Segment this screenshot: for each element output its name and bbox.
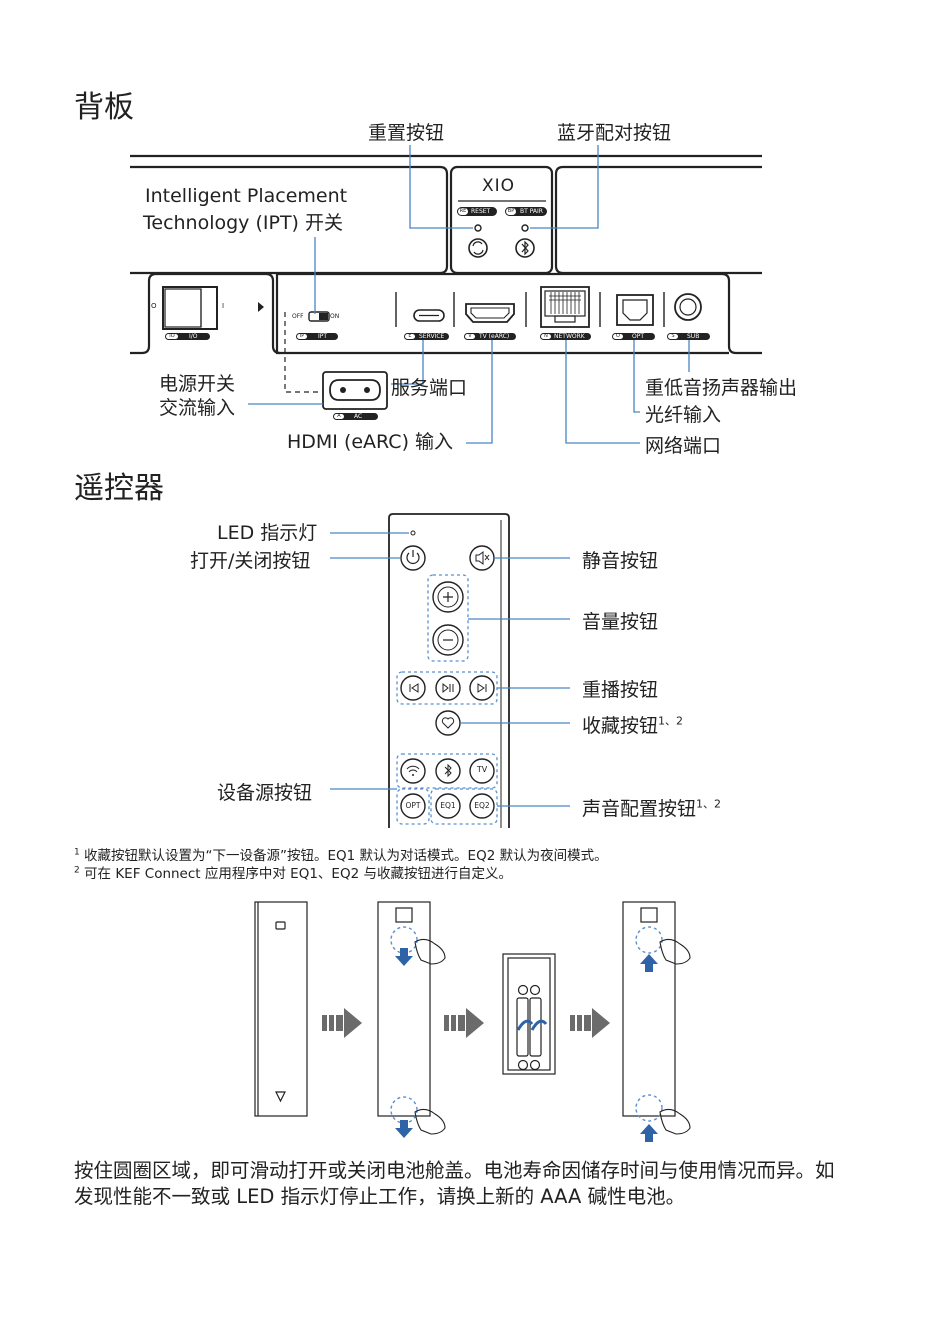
ac-input-label: 交流输入 (159, 397, 236, 419)
volume-button-label: 音量按钮 (582, 611, 659, 633)
sub-tag-code: S (671, 333, 675, 339)
favorite-label-sup: 1、2 (658, 714, 684, 728)
mute-button-label: 静音按钮 (582, 550, 659, 572)
opt-source-button[interactable]: OPT (405, 801, 421, 810)
ac-tag-text: AC (354, 413, 363, 420)
tv-tag-code: V (468, 333, 472, 339)
footnote-2-mark: 2 (74, 865, 80, 876)
battery-instructions-line-2: 发现性能不一致或 LED 指示灯停止工作，请换上新的 AAA 碱性电池。 (74, 1185, 686, 1208)
ipt-tag-text: IPT (318, 333, 328, 340)
service-tag-text: SERVICE (419, 333, 445, 340)
sound-profile-label-sup: 1、2 (696, 797, 722, 811)
tv-tag-text: TV (eARC) (479, 333, 510, 340)
footnote-1-text: 收藏按钮默认设置为“下一设备源”按钮。EQ1 默认为对话模式。EQ2 默认为夜间… (84, 848, 608, 864)
reset-button-label: 重置按钮 (368, 122, 445, 144)
opt-tag-code: O (616, 333, 620, 339)
footnote-2-text: 可在 KEF Connect 应用程序中对 EQ1、EQ2 与收藏按钮进行自定义… (84, 866, 512, 882)
ipt-switch-label-line1: Intelligent Placement (145, 185, 348, 207)
tv-source-button[interactable]: TV (476, 765, 488, 774)
network-label: 网络端口 (645, 435, 722, 457)
io-tag-code: IO (169, 333, 175, 339)
remote-title: 遥控器 (74, 471, 164, 506)
ac-tag-code: A (337, 413, 341, 419)
hdmi-label: HDMI (eARC) 输入 (287, 431, 454, 453)
led-indicator-label: LED 指示灯 (217, 522, 318, 544)
power-off-mark: O (151, 302, 157, 310)
service-tag: E SERVICE (404, 333, 449, 340)
tv-tag: V TV (eARC) (464, 333, 516, 340)
opt-tag-text: OPT (632, 333, 645, 340)
footnote-1: 1 收藏按钮默认设置为“下一设备源”按钮。EQ1 默认为对话模式。EQ2 默认为… (74, 844, 608, 865)
sub-tag: S SUB (667, 333, 710, 340)
reset-tag: RE RESET (457, 207, 497, 216)
reset-tag-code: RE (459, 208, 467, 214)
network-tag: N NETWORK (540, 333, 591, 340)
favorite-label-text: 收藏按钮 (582, 715, 659, 737)
io-tag-text: I/O (189, 333, 198, 340)
eq2-button[interactable]: EQ2 (474, 801, 490, 810)
optical-label: 光纤输入 (645, 404, 722, 426)
network-tag-code: N (544, 333, 548, 339)
rear-panel-diagram (130, 145, 762, 444)
power-switch-label: 电源开关 (159, 373, 236, 395)
footnote-2: 2 可在 KEF Connect 应用程序中对 EQ1、EQ2 与收藏按钮进行自… (74, 862, 512, 883)
ipt-tag-code: IP (299, 333, 305, 339)
opt-tag: O OPT (612, 333, 655, 340)
ipt-tag: IP IPT (296, 333, 338, 340)
eq1-button[interactable]: EQ1 (440, 801, 456, 810)
bt-pair-tag: BP BT PAIR (505, 207, 547, 216)
sub-out-label: 重低音扬声器输出 (645, 377, 798, 399)
rear-panel-title: 背板 (74, 90, 134, 125)
reset-tag-text: RESET (471, 208, 491, 215)
ipt-off-text: OFF (292, 313, 304, 320)
sound-profile-label-text: 声音配置按钮 (582, 798, 697, 820)
footnote-1-mark: 1 (74, 847, 80, 858)
favorite-button-label: 收藏按钮1、2 (582, 711, 683, 738)
sub-tag-text: SUB (687, 333, 700, 340)
brand-logo: XIO (482, 176, 516, 196)
bt-tag-code: BP (507, 208, 515, 214)
source-button-label: 设备源按钮 (217, 782, 313, 804)
service-tag-code: E (408, 333, 412, 339)
battery-instructions: 按住圆圈区域，即可滑动打开或关闭电池舱盖。电池寿命因储存时间与使用情况而异。如 … (74, 1158, 874, 1210)
playback-button-label: 重播按钮 (582, 679, 659, 701)
remote-diagram (330, 513, 570, 828)
ac-tag: A AC (333, 413, 378, 420)
battery-instructions-line-1: 按住圆圈区域，即可滑动打开或关闭电池舱盖。电池寿命因储存时间与使用情况而异。如 (74, 1159, 835, 1182)
service-port-label: 服务端口 (391, 377, 468, 399)
bt-pair-button-label: 蓝牙配对按钮 (557, 122, 672, 144)
io-tag: IO I/O (165, 333, 210, 340)
sound-profile-button-label: 声音配置按钮1、2 (582, 794, 721, 821)
power-button-label: 打开/关闭按钮 (190, 550, 311, 572)
ipt-on-text: ON (330, 313, 340, 320)
ipt-switch-label-line2: Technology (IPT) 开关 (143, 212, 344, 234)
network-tag-text: NETWORK (554, 333, 585, 340)
power-on-mark: I (222, 302, 225, 310)
bt-tag-text: BT PAIR (520, 208, 543, 215)
